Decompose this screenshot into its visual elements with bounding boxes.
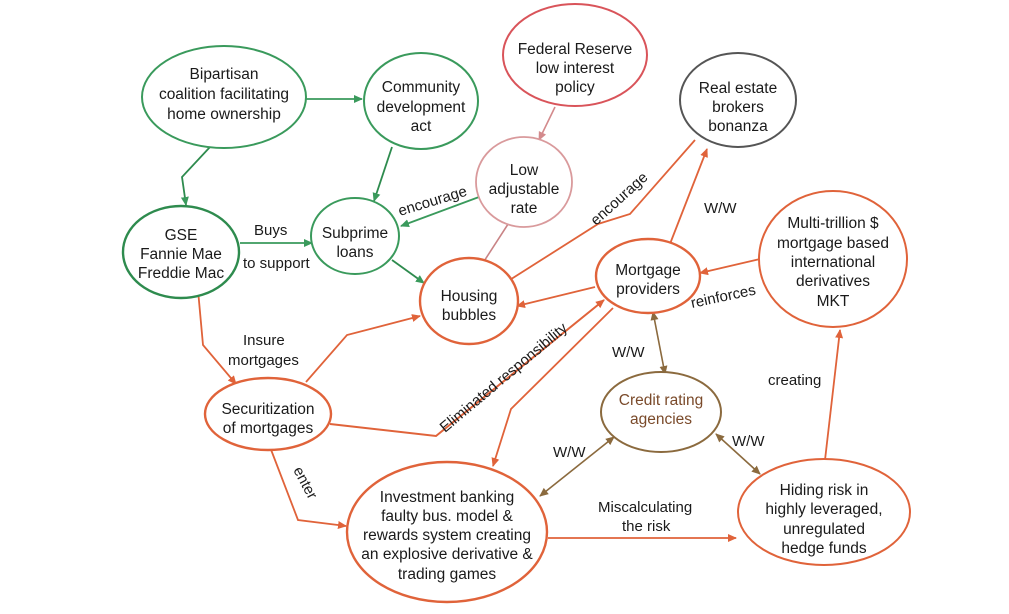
- label-ww-realestate: W/W: [704, 200, 737, 217]
- edge-mortgage-credit: [650, 311, 668, 375]
- edge-credit-hiding: [715, 433, 761, 475]
- label-buys: Buys: [254, 222, 287, 239]
- edge-realestate-to-housing: [504, 139, 696, 284]
- edge-subprime-to-housing: [391, 259, 425, 284]
- edge-bipartisan-to-gse: [180, 146, 211, 206]
- label-encourage-realestate: encourage: [587, 169, 651, 229]
- label-ww-investment-credit: W/W: [553, 444, 586, 461]
- label-ww-mortgage-credit: W/W: [612, 344, 645, 361]
- label-insure: Insure: [243, 332, 285, 349]
- label-insure-mortgages: mortgages: [228, 352, 299, 369]
- edge-gse-to-securitization: [197, 289, 237, 385]
- label-creating: creating: [768, 372, 821, 389]
- label-the-risk: the risk: [622, 518, 671, 535]
- label-reinforces: reinforces: [689, 282, 757, 312]
- edge-mortgage-to-investment: [491, 307, 614, 467]
- label-to-support: to support: [243, 255, 311, 272]
- edge-securitization-to-mortgage: [329, 299, 605, 438]
- edge-securitization-to-housing: [305, 314, 421, 383]
- label-miscalculating: Miscalculating: [598, 499, 692, 516]
- label-enter: enter: [289, 464, 320, 502]
- edge-investment-credit: [539, 436, 615, 497]
- edge-mortgage-to-housing: [516, 286, 596, 308]
- edge-multitrillion-to-mortgage: [699, 258, 761, 276]
- edge-community-to-subprime: [372, 146, 393, 202]
- label-ww-credit-hiding: W/W: [732, 433, 765, 450]
- edge-hiding-to-multitrillion: [824, 329, 844, 461]
- edge-mortgage-to-realestate: [667, 148, 708, 250]
- edges: [180, 95, 844, 542]
- edge-federal-to-lowrate: [538, 106, 556, 141]
- edge-securitization-to-investment: [269, 446, 347, 529]
- edge-lowrate-to-subprime: [400, 196, 480, 227]
